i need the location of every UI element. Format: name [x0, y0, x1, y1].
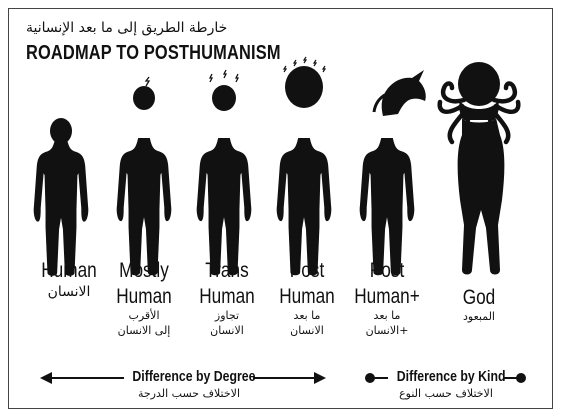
stage-name-line-1: Post — [270, 260, 344, 281]
stage-label-mostly-human: Mostly Human الأقرب إلى الانسان — [99, 260, 189, 339]
human-silhouette-icon — [34, 118, 89, 276]
stage-name: God — [442, 287, 516, 308]
stage-label-god: God المبعود — [434, 287, 524, 325]
kind-label-english: Difference by Kind — [397, 368, 495, 385]
stage-name-line-2: Human — [190, 286, 264, 307]
stage-name-arabic-line-2: الانسان+ — [342, 324, 432, 339]
trans-human-silhouette-icon — [197, 70, 252, 275]
stage-name-arabic-line-2: الانسان — [262, 324, 352, 339]
stage-name-line-1: Trans — [190, 260, 264, 281]
stage-name-line-2: Human — [107, 286, 181, 307]
stage-name-line-1: Post — [350, 260, 424, 281]
stage-name-arabic-line-1: ما بعد — [262, 309, 352, 324]
stage-name-arabic-line-2: إلى الانسان — [99, 324, 189, 339]
difference-by-degree-label: Difference by Degree الاختلاف حسب الدرجة — [120, 368, 258, 400]
degree-label-arabic: الاختلاف حسب الدرجة — [120, 387, 258, 400]
stage-name-line-1: Mostly — [107, 260, 181, 281]
post-human-silhouette-icon — [277, 57, 332, 275]
stage-label-trans-human: Trans Human تجاوز الانسان — [182, 260, 272, 339]
stage-name-arabic-line-1: تجاوز — [182, 309, 272, 324]
difference-by-kind-label: Difference by Kind الاختلاف حسب النوع — [386, 368, 506, 400]
stage-name-line-2: Human — [270, 286, 344, 307]
stage-label-post-human-plus: Post Human+ ما بعد الانسان+ — [342, 260, 432, 339]
stage-name-arabic-line-1: ما بعد — [342, 309, 432, 324]
octopus-god-silhouette-icon — [440, 62, 519, 275]
mostly-human-silhouette-icon — [117, 77, 172, 275]
stage-name-line-2: Human+ — [350, 286, 424, 307]
stage-name: Human — [32, 260, 106, 281]
unicorn-head-silhouette-icon — [360, 70, 426, 275]
stage-name-arabic-line-2: الانسان — [182, 324, 272, 339]
stage-name-arabic-line-1: الأقرب — [99, 309, 189, 324]
degree-label-english: Difference by Degree — [132, 368, 245, 385]
stage-label-post-human: Post Human ما بعد الانسان — [262, 260, 352, 339]
stage-name-arabic: المبعود — [434, 310, 524, 325]
kind-label-arabic: الاختلاف حسب النوع — [386, 387, 506, 400]
